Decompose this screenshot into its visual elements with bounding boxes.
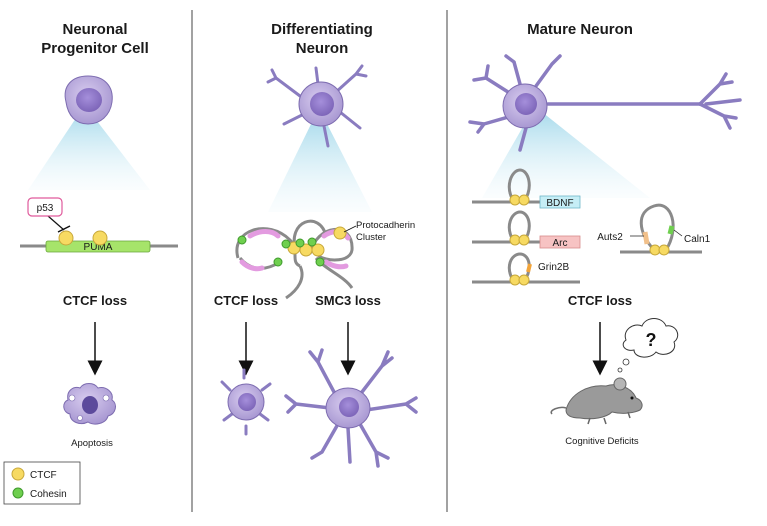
differentiating-neuron (266, 64, 368, 148)
mature-ctcf-loss-label: CTCF loss (568, 293, 632, 308)
progenitor-title-line1: Neuronal (62, 21, 127, 38)
question-mark: ? (646, 330, 657, 350)
differentiating-smc3-loss-label: SMC3 loss (315, 293, 381, 308)
auts2-label: Auts2 (597, 232, 623, 243)
smc3-loss-neuron-body (325, 387, 371, 429)
mature-neuron (468, 54, 742, 152)
mature-neuron-body (502, 83, 548, 129)
puma-label: PUMA (84, 242, 113, 253)
p53-inhibition-line (47, 215, 65, 231)
legend-cohesin-swatch (12, 487, 24, 499)
legend: CTCF Cohesin (3, 461, 81, 505)
mature-title: Mature Neuron (527, 21, 633, 38)
grin2b-locus: Grin2B (472, 252, 580, 286)
progenitor-cell (64, 75, 113, 125)
p53-label: p53 (37, 203, 54, 214)
mature-zoom-beam (482, 112, 650, 198)
apoptosis-label: Apoptosis (71, 438, 113, 449)
smc3-loss-neuron (284, 348, 418, 468)
ctcf-loss-neuron (220, 368, 272, 436)
cluster-pointer (343, 225, 357, 233)
auts2-caln1-locus: Auts2 Caln1 (597, 203, 711, 256)
legend-ctcf-label: CTCF (30, 470, 57, 481)
arc-locus: Arc (472, 210, 581, 249)
p53-inhibition-bar (57, 225, 71, 233)
protocadherin-label-line2: Cluster (356, 232, 386, 243)
apoptotic-cell (63, 383, 116, 425)
ctcf-site (92, 230, 108, 246)
mouse-illustration (550, 377, 643, 425)
progenitor-title-line2: Progenitor Cell (41, 40, 149, 57)
legend-cohesin-label: Cohesin (30, 489, 67, 500)
bdnf-locus: BDNF (472, 168, 581, 209)
differentiating-ctcf-loss-label: CTCF loss (214, 293, 278, 308)
grin2b-label: Grin2B (538, 262, 569, 273)
differentiating-title-line2: Neuron (296, 40, 349, 57)
progenitor-zoom-beam (28, 112, 150, 190)
protocadherin-label-line1: Protocadherin (356, 220, 415, 231)
progenitor-ctcf-loss-label: CTCF loss (63, 293, 127, 308)
differentiating-zoom-beam (268, 118, 372, 212)
ctcf-site (58, 230, 74, 246)
cognitive-deficits-label: Cognitive Deficits (565, 436, 639, 447)
legend-ctcf-swatch (11, 467, 25, 481)
differentiating-binding-sites (237, 226, 347, 267)
bdnf-label: BDNF (546, 198, 573, 209)
p53-box (27, 197, 63, 217)
differentiating-title-line1: Differentiating (271, 21, 373, 38)
thought-bubble: ? (617, 318, 679, 373)
caln1-label: Caln1 (684, 234, 711, 245)
arc-label: Arc (553, 238, 568, 249)
